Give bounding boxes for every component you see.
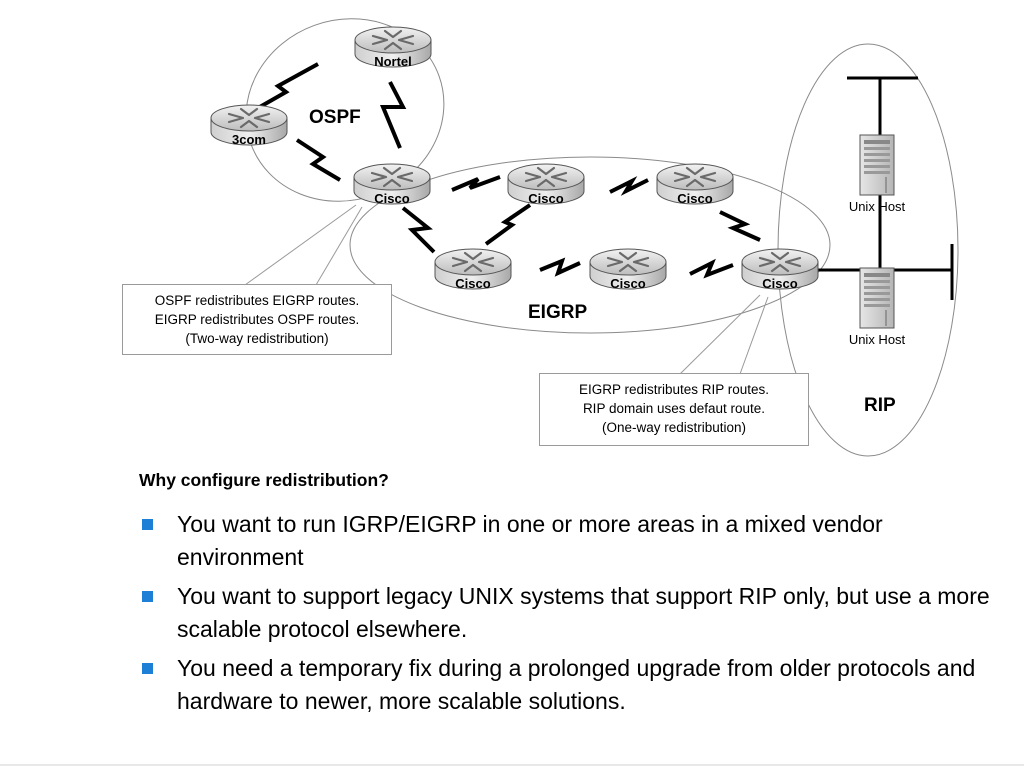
router-label: Cisco: [677, 191, 712, 206]
host-label: Unix Host: [849, 332, 906, 347]
note-line: EIGRP redistributes RIP routes.: [578, 382, 770, 397]
footer-divider: [0, 764, 1024, 766]
note-line: (Two-way redistribution): [185, 331, 329, 346]
serial-link: [295, 138, 342, 182]
square-bullet-icon: [142, 591, 153, 602]
serial-link: [451, 175, 501, 192]
note-line: EIGRP redistributes OSPF routes.: [154, 312, 360, 327]
question-heading: Why configure redistribution?: [139, 470, 389, 490]
server-icon: [859, 134, 895, 196]
host-label: Unix Host: [849, 199, 906, 214]
router-label: Nortel: [374, 54, 412, 69]
note-two-way-redistribution: OSPF redistributes EIGRP routes. EIGRP r…: [122, 284, 392, 355]
serial-link: [539, 257, 581, 277]
bullet-text: You want to support legacy UNIX systems …: [177, 583, 990, 642]
bullet-text: You need a temporary fix during a prolon…: [177, 655, 976, 714]
serial-link: [257, 62, 319, 110]
router-cisco: Cisco: [740, 247, 820, 291]
router-label: Cisco: [610, 276, 645, 291]
serial-link: [484, 203, 532, 246]
server-icon: [859, 267, 895, 329]
unix-host: Unix Host: [849, 267, 906, 347]
bullet-text: You want to run IGRP/EIGRP in one or mor…: [177, 511, 883, 570]
callout-line: [739, 296, 769, 375]
square-bullet-icon: [142, 519, 153, 530]
router-cisco: Cisco: [352, 162, 432, 206]
serial-link: [380, 81, 407, 149]
router-cisco: Cisco: [506, 162, 586, 206]
domain-label-rip: RIP: [864, 395, 896, 416]
serial-link: [719, 210, 761, 242]
callout-line: [679, 294, 761, 375]
note-line: OSPF redistributes EIGRP routes.: [154, 293, 360, 308]
router-cisco: Cisco: [588, 247, 668, 291]
router-cisco: Cisco: [433, 247, 513, 291]
serial-link: [689, 258, 734, 279]
router-label: Cisco: [455, 276, 490, 291]
router-nortel: Nortel: [353, 25, 433, 69]
note-line: (One-way redistribution): [601, 420, 747, 435]
router-label: Cisco: [762, 276, 797, 291]
router-label: 3com: [232, 132, 266, 147]
domain-label-ospf: OSPF: [309, 107, 361, 128]
network-diagram: Nortel 3com Cisco Cisco Cisco Cisco Cisc…: [209, 18, 959, 457]
serial-link: [609, 176, 649, 196]
note-one-way-redistribution: EIGRP redistributes RIP routes. RIP doma…: [539, 373, 809, 446]
eigrp-domain-boundary: [349, 156, 831, 334]
list-item: You need a temporary fix during a prolon…: [142, 652, 1012, 718]
bullet-list: You want to run IGRP/EIGRP in one or mor…: [142, 508, 1012, 724]
callout-line: [315, 206, 363, 286]
list-item: You want to support legacy UNIX systems …: [142, 580, 1012, 646]
unix-host: Unix Host: [849, 134, 906, 214]
router-3com: 3com: [209, 103, 289, 147]
domain-label-eigrp: EIGRP: [528, 302, 587, 323]
list-item: You want to run IGRP/EIGRP in one or mor…: [142, 508, 1012, 574]
router-cisco: Cisco: [655, 162, 735, 206]
router-label: Cisco: [528, 191, 563, 206]
router-label: Cisco: [374, 191, 409, 206]
note-line: RIP domain uses defaut route.: [582, 401, 766, 416]
callout-line: [244, 204, 357, 286]
square-bullet-icon: [142, 663, 153, 674]
serial-link: [401, 206, 436, 254]
